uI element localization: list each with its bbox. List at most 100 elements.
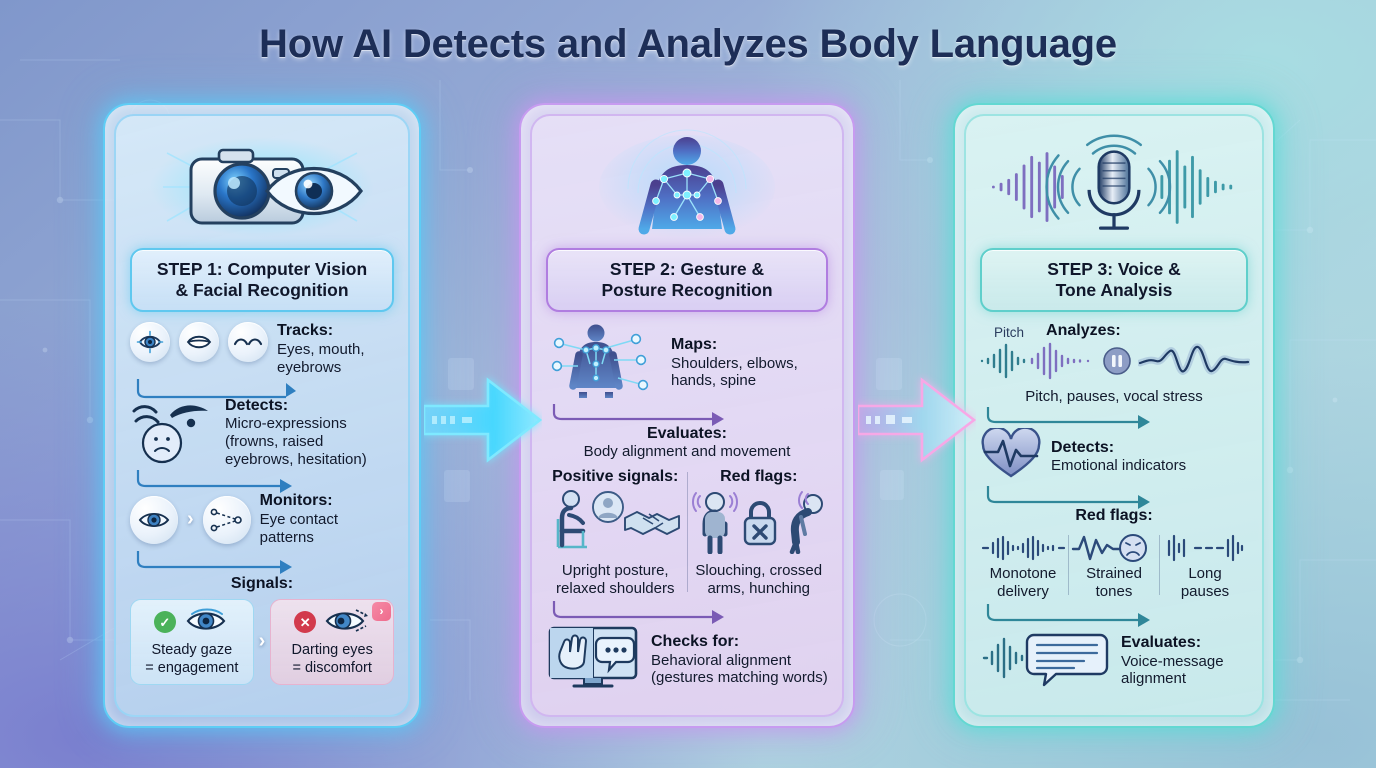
steady-gaze-line2: = engagement [145,659,239,676]
block-detects-3: Detects: Emotional indicators [980,426,1248,485]
signals-label: Signals: [230,574,294,592]
checks-for-label: Checks for: [651,632,740,650]
panel-step-3: STEP 3: Voice & Tone Analysis Pitch Anal… [953,103,1275,728]
body-keypoints-icon [546,322,662,403]
analyzes-line1: Pitch, pauses, vocal stress [1025,388,1203,406]
monitor-hand-speech-icon [546,624,642,695]
block-tracks: Tracks: Eyes, mouth, eyebrows [130,322,394,376]
positive-line2: relaxed shoulders [556,580,675,598]
maps-line2: hands, spine [671,372,757,390]
detects-line2: (frowns, raised [225,433,324,451]
positive-signals-label: Positive signals: [552,468,679,486]
eye-icon [130,495,178,544]
pause-icon [1102,346,1132,381]
detects-3-label: Detects: [1051,438,1115,456]
waveform-speech-bubble-icon [980,627,1112,694]
tracks-line2: eyebrows [277,358,342,376]
positive-line1: Upright posture, [561,562,669,580]
analyzes-label: Analyzes: [1046,322,1121,340]
connector-detects-monitors [130,468,394,494]
gapped-waveform-icon [1162,531,1248,565]
block-analyzes: Pitch Analyzes: [980,322,1252,406]
positive-signals-column: Positive signals: [546,468,685,598]
long-pauses-line2: pauses [1180,583,1230,601]
darting-eyes-line1: Darting eyes [291,642,373,659]
evaluates-line1: Body alignment and movement [583,443,791,461]
steady-gaze-line1: Steady gaze [151,642,233,659]
microphone-waveform-icon [980,126,1248,248]
step-2-title-line1: STEP 2: Gesture & [609,259,765,279]
detects-3-text: Detects: Emotional indicators [1051,439,1186,476]
mouth-icon [179,322,219,363]
tracks-line1: Eyes, mouth, [277,341,365,359]
camera-eye-icon [130,126,394,248]
monitors-label: Monitors: [259,492,333,510]
page-title: How AI Detects and Analyzes Body Languag… [259,22,1117,66]
red-flags-line1: Slouching, crossed [695,562,823,580]
seated-upright-person-icon [549,489,599,560]
step-3-title-line2: Tone Analysis [1055,279,1173,300]
panel-step-2: STEP 2: Gesture & Posture Recognition [519,103,855,728]
tracks-text: Tracks: Eyes, mouth, eyebrows [277,322,365,376]
red-flags-label: Red flags: [720,468,798,486]
panel-step-1: STEP 1: Computer Vision & Facial Recogni… [103,103,421,728]
column-divider-b [1159,535,1160,596]
cross-icon: ✕ [294,611,317,634]
connector-redflags-evaluates [980,603,1248,629]
monitors-text: Monitors: Eye contact patterns [260,492,338,546]
eye-scan-icon [130,322,170,363]
avatar-icon [591,490,625,529]
chevron-right-icon-2: › [258,630,266,653]
strained-wave-face-icon [1071,531,1157,565]
signal-card-darting-eyes[interactable]: › ✕ Darting eye [270,598,395,685]
connector-maps-evaluates [546,403,828,427]
corner-chevron-icon: › [372,601,392,621]
pitch-curve-icon [1136,341,1252,386]
block-signals-compare: Positive signals: [546,468,828,598]
monotone-line2: delivery [997,583,1049,601]
step-3-title-line1: STEP 3: Voice & [1047,259,1181,279]
detects-text: Detects: Micro-expressions (frowns, rais… [225,397,367,469]
gaze-pattern-icon [202,495,251,544]
signal-card-steady-gaze[interactable]: ✓ Steady gaze = engagement [130,598,254,685]
monitors-line1: Eye contact [259,511,339,529]
step-1-title-line1: STEP 1: Computer Vision [156,259,368,279]
evaluates-label: Evaluates: [646,425,728,443]
red-flag-monotone: Monotone delivery [980,531,1066,601]
connector-analyzes-detects [980,406,1248,430]
detects-label: Detects: [225,396,289,414]
check-icon: ✓ [153,611,176,634]
connector-monitors-signals [130,549,394,575]
red-flag-strained: Strained tones [1071,531,1157,601]
connector-tracks-detects [130,377,394,403]
red-flags-3-items: Monotone delivery S [980,531,1248,601]
detects-3-line1: Emotional indicators [1051,457,1187,475]
eyebrows-icon [228,322,268,363]
column-divider-a [1068,535,1069,596]
locked-padlock-x-icon [738,496,782,553]
standing-person-icon [691,490,738,559]
connector-signals-checks [546,600,828,626]
checks-for-line1: Behavioral alignment [651,651,792,669]
step-3-title: STEP 3: Voice & Tone Analysis [980,248,1248,313]
pitch-label: Pitch [994,325,1025,341]
block-maps: Maps: Shoulders, elbows, hands, spine [546,322,828,403]
red-flags-3-label: Red flags: [1075,507,1153,525]
detects-line3: eyebrows, hesitation) [225,450,367,468]
red-flags-column: Red flags: [690,468,829,598]
block-checks-for: Checks for: Behavioral alignment (gestur… [546,624,828,695]
block-monitors: › Monitors: Eye contact patterns [130,492,394,546]
hunched-person-icon [782,490,826,559]
maps-line1: Shoulders, elbows, [671,354,798,372]
evaluates-3-label: Evaluates: [1121,633,1202,651]
heart-pulse-icon [980,426,1042,485]
step-1-title-line2: & Facial Recognition [175,279,349,300]
monitors-line2: patterns [259,529,314,547]
darting-eye-icon [322,606,370,639]
checks-for-line2: (gestures matching words) [651,669,828,687]
checks-for-text: Checks for: Behavioral alignment (gestur… [651,633,828,687]
darting-eyes-line2: = discomfort [292,659,372,676]
strained-line1: Strained [1086,565,1142,583]
red-flag-long-pauses: Long pauses [1162,531,1248,601]
